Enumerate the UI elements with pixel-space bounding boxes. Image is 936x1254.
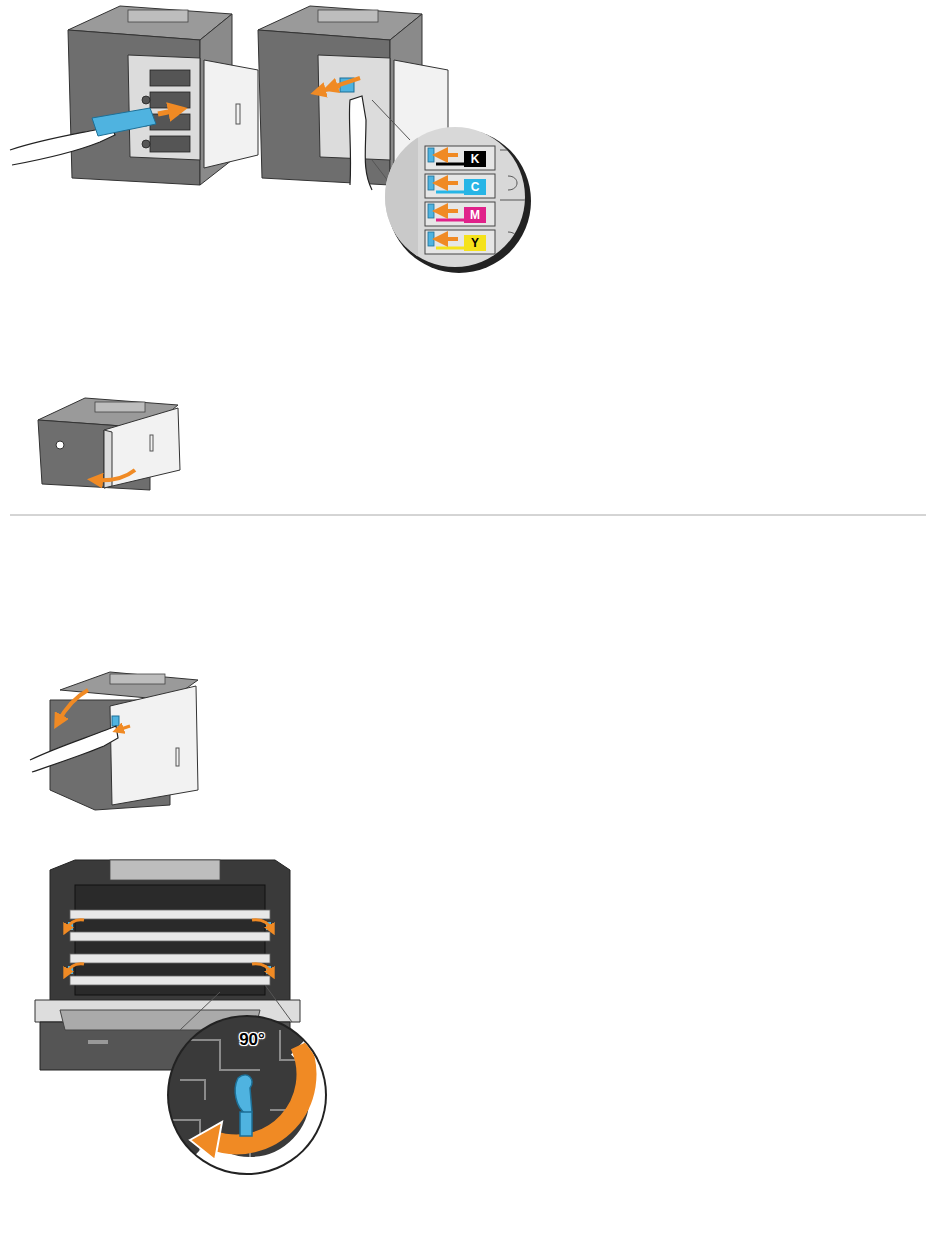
illustration-path (118, 726, 130, 730)
illustration-g (380, 120, 540, 280)
illustration-path (500, 150, 530, 151)
illustration-line (440, 181, 458, 185)
illustration-rect (150, 114, 190, 130)
illustration-rect (160, 1010, 340, 1180)
illustration-path (58, 690, 88, 722)
illustration-g (160, 1010, 340, 1180)
illustration-rect (428, 232, 434, 246)
illustration-path (50, 860, 290, 1000)
illustration-line (436, 247, 464, 250)
illustration-rect (464, 235, 486, 251)
illustration-circle (142, 140, 150, 148)
printer-front-open-figure (35, 860, 300, 1070)
illustration-line (440, 209, 458, 213)
illustration-rect (428, 176, 434, 190)
illustration-rect (464, 207, 486, 223)
illustration-path (180, 1080, 205, 1100)
illustration-rect (88, 1040, 108, 1044)
illustration-path (349, 96, 372, 190)
toner-color-letter: Y (471, 237, 479, 249)
illustration-g (428, 148, 434, 246)
illustration-g (70, 910, 270, 985)
illustration-path (508, 232, 517, 246)
illustration-path (508, 176, 517, 190)
illustration-rect (236, 104, 240, 124)
illustration-rect (150, 70, 190, 86)
illustration-path (200, 1045, 323, 1170)
illustration-rect (425, 146, 495, 170)
illustration-rect (380, 120, 418, 280)
illustration-path (68, 30, 200, 185)
illustration-path (252, 920, 272, 930)
illustration-rect (70, 976, 270, 985)
illustration-path (158, 110, 178, 114)
illustration-rect (128, 10, 188, 22)
illustration-circle (56, 441, 64, 449)
illustration-rect (70, 910, 270, 919)
illustration-g (436, 164, 464, 248)
illustration-line (436, 219, 464, 222)
illustration-rect (464, 151, 486, 167)
illustration-path (30, 726, 118, 772)
slot-magnifier (380, 120, 540, 280)
illustration-path (66, 964, 84, 974)
rotation-angle: 90° (239, 1031, 265, 1048)
illustration-path (252, 964, 272, 974)
illustration-path (235, 1075, 252, 1114)
illustration-g (68, 922, 271, 974)
illustration-path (500, 200, 530, 201)
illustration-rect (464, 179, 486, 195)
illustration-rect (110, 674, 165, 684)
illustration-rect (112, 716, 119, 726)
illustration-g (170, 1030, 330, 1175)
illustration-line (440, 153, 458, 157)
illustration-path (110, 686, 198, 805)
printer-insert-figure (10, 6, 258, 185)
illustration-rect (110, 860, 220, 880)
illustration-path (104, 408, 180, 488)
illustration-rect (318, 10, 378, 22)
illustration-g (500, 150, 530, 246)
illustration-path (318, 86, 340, 92)
illustration-rect (70, 932, 270, 941)
illustration-circle (142, 96, 150, 104)
illustration-line (372, 100, 410, 140)
knob-magnifier (160, 1010, 340, 1180)
illustration-path (258, 30, 390, 185)
illustration-rect (150, 136, 190, 152)
illustration-rect (425, 174, 495, 198)
illustration-rect (150, 92, 190, 108)
illustration-line (436, 191, 464, 194)
illustration-rect (240, 1112, 252, 1136)
toner-color-letter: C (471, 181, 480, 193)
illustration-path (92, 108, 156, 136)
illustration-path (204, 60, 258, 168)
illustration-g (425, 146, 495, 254)
illustration-rect (380, 120, 540, 280)
illustration-line (265, 985, 292, 1022)
illustration-line (440, 237, 458, 241)
toner-color-letter: K (471, 153, 480, 165)
illustration-rect (428, 148, 434, 162)
illustration-rect (150, 435, 153, 451)
illustration-rect (70, 954, 270, 963)
illustration-path (95, 470, 135, 480)
illustration-rect (425, 202, 495, 226)
illustration-rect (176, 748, 179, 766)
illustration-g (440, 155, 458, 239)
illustration-path (212, 1045, 306, 1144)
section-rule (10, 515, 926, 516)
illustration-path (190, 1122, 222, 1160)
illustration-g (66, 920, 272, 974)
illustration-rect (95, 402, 145, 412)
illustration-line (436, 163, 464, 166)
illustration-path (66, 920, 84, 930)
illustration-rect (428, 204, 434, 218)
illustration-path (128, 55, 200, 160)
toner-color-letter: M (470, 209, 480, 221)
illustration-rect (425, 230, 495, 254)
printer-close-figure (38, 398, 180, 490)
printer-open-cover-figure (30, 672, 198, 810)
